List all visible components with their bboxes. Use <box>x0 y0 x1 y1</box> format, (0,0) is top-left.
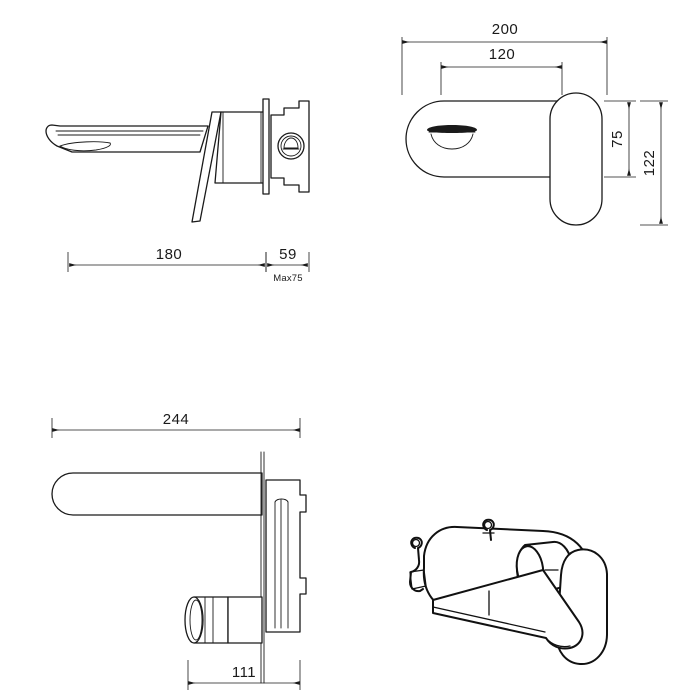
dimension-label-122: 122 <box>641 150 658 177</box>
dimension-plate-width: 200 <box>401 21 608 95</box>
side-lever-handle <box>191 111 222 223</box>
dimension-label-244: 244 <box>163 411 190 428</box>
dimension-body-depth: 111 <box>187 660 301 690</box>
dimension-label-75: 75 <box>609 130 626 148</box>
dimension-spout-projection: 180 <box>67 246 267 272</box>
dimension-label-180: 180 <box>156 246 183 263</box>
dimension-overall-length: 244 <box>51 411 301 438</box>
dimension-wall-plate-depth: 59 Max75 <box>265 246 310 284</box>
side-body-collar <box>214 111 265 184</box>
iso-mount-clip-left <box>409 536 427 593</box>
plan-wall-plate-edge <box>260 451 265 684</box>
dimension-label-200: 200 <box>492 21 519 38</box>
front-lever-handle <box>549 92 603 226</box>
dimension-plate-height: 75 <box>604 100 636 178</box>
side-spout <box>45 124 209 153</box>
side-wall-plate <box>262 98 270 195</box>
front-aerator-outlet <box>427 125 477 150</box>
dimension-handle-center: 120 <box>440 46 563 95</box>
iso-mount-clip-right <box>482 518 495 541</box>
plan-valve-body <box>265 479 307 633</box>
isometric-view <box>409 518 608 666</box>
top-plan-view: 244 111 <box>51 411 307 690</box>
dimension-label-111: 111 <box>232 664 256 681</box>
plan-handle-hub <box>184 596 263 644</box>
iso-body-seam <box>488 569 559 616</box>
dimension-label-59: 59 <box>279 246 297 263</box>
plan-spout <box>51 472 263 516</box>
iso-spout <box>432 569 584 650</box>
dimension-label-max75: Max75 <box>273 273 303 284</box>
dimension-overall-height: 122 <box>640 100 668 226</box>
dimension-label-120: 120 <box>489 46 516 63</box>
side-valve-body <box>270 100 310 193</box>
side-elevation-view: 180 59 Max75 <box>45 98 310 284</box>
front-elevation-view: 200 120 75 122 <box>401 21 668 226</box>
